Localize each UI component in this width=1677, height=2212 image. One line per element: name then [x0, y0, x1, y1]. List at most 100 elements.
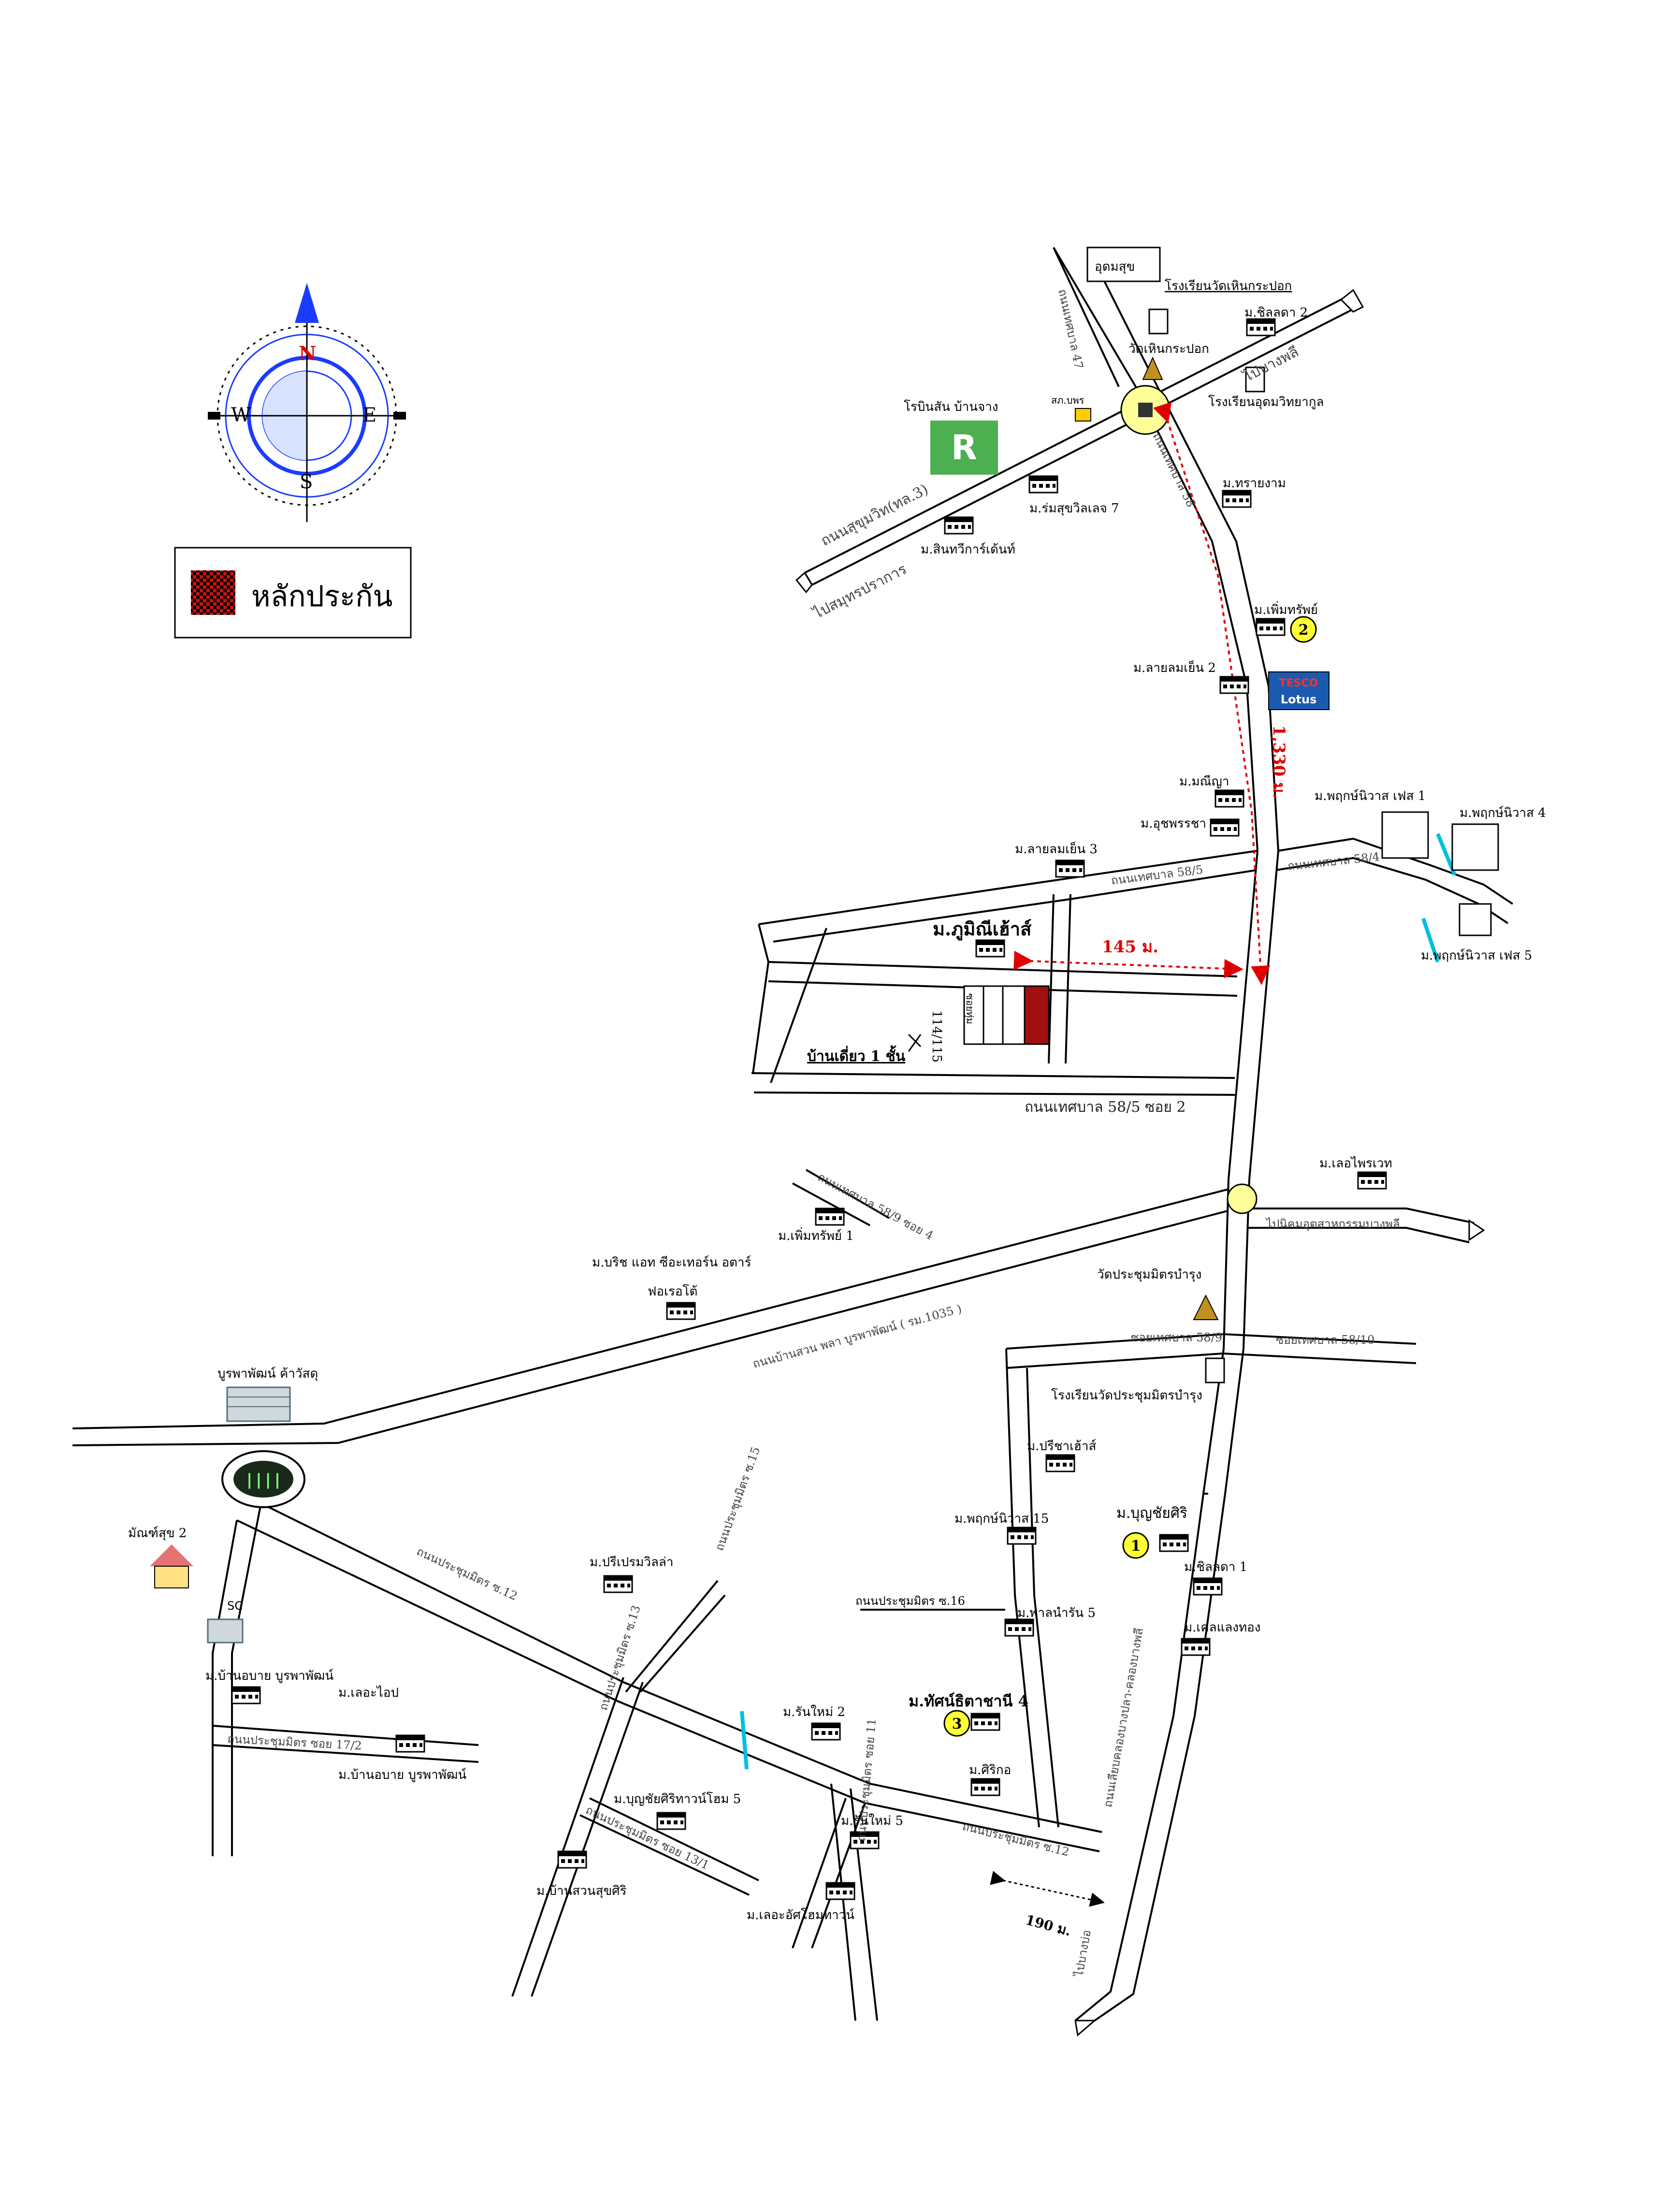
svg-text:2: 2 — [1299, 622, 1309, 639]
road-south: ไปบางบ่อ — [1072, 1929, 1094, 1979]
police-icon — [1075, 408, 1091, 422]
label-village-bunchai5: ม.บุญชัยศิริทาวน์โฮม 5 — [614, 1791, 741, 1806]
label-village-fortune: ฟอเรอโต้ — [648, 1284, 697, 1299]
label-robinson: โรบินสัน บ้านจาง — [904, 399, 998, 414]
label-village-ban-burapha2: ม.บ้านอบาย บูรพาพัฒน์ — [338, 1768, 466, 1782]
road-arrow-ends — [795, 289, 1485, 2037]
label-village-uthuchai: ม.อุชพรรชา — [1141, 816, 1206, 831]
canal-marks — [740, 833, 1457, 1770]
roundabouts: |||| — [221, 385, 1258, 1508]
house-type-label: บ้านเดี่ยว 1 ชั้น — [807, 1045, 906, 1065]
compass-east: E — [362, 404, 376, 426]
road-soi-58-10: ซอยเทศบาล 58/10 — [1276, 1333, 1374, 1347]
school-icon — [1148, 308, 1265, 1383]
label-village-permsap1: ม.เพิ่มทรัพย์ 1 — [778, 1227, 854, 1243]
road-prachum-12: ถนนประชุมมิตร ซ.12 — [414, 1544, 520, 1603]
label-school-top2: โรงเรียนอุดมวิทยากูล — [1208, 394, 1324, 409]
road-network — [72, 247, 1514, 2022]
label-sukjai2: มัณฑ์สุข 2 — [128, 1526, 187, 1541]
road-canal: ถนนเลียบคลองบางปลา-คลองบางพลี — [1101, 1627, 1146, 1808]
label-village-runmai5: ม.รันใหม่ 5 — [841, 1814, 903, 1828]
legend-box: หลักประกัน — [174, 547, 412, 639]
label-school-prachum: โรงเรียนวัดประชุมมิตรบำรุง — [1051, 1388, 1202, 1403]
label-temple-prachum: วัดประชุมมิตรบำรุง — [1097, 1267, 1201, 1282]
tesco-text: TESCO — [1279, 677, 1318, 689]
road-soi-58-4: ถนนเทศบาล 58/4 — [1287, 850, 1380, 873]
label-school-top: โรงเรียนวัดเหินกระปอก — [1165, 278, 1292, 293]
road-prachum-16: ถนนประชุมมิตร ซ.16 — [855, 1594, 965, 1608]
label-village-lalu: ม.เลอะอัศโฮมทาวน์ — [747, 1907, 854, 1922]
house-number: 114/115 — [929, 1010, 944, 1062]
label-village-lalomyen2: ม.ลายลมเย็น 2 — [1133, 660, 1216, 675]
lotus-text: Lotus — [1281, 693, 1317, 706]
distance-north-south: 1,330 ม. — [1269, 725, 1288, 799]
label-village-phai1: ม.พฤกษ์นิวาส เฟส 1 — [1315, 789, 1426, 803]
road-soi-58-5-2: ถนนเทศบาล 58/5 ซอย 2 — [1025, 1099, 1186, 1116]
label-village-phai4: ม.พฤกษ์นิวาส 4 — [1460, 806, 1546, 820]
building-icon — [150, 1386, 291, 1644]
label-village-phumi: ม.ภูมิณีเฮ้าส์ — [933, 918, 1032, 941]
legend-label: หลักประกัน — [251, 580, 393, 613]
collateral-swatch-icon — [191, 570, 235, 615]
place-labels: โรงเรียนวัดเหินกระปอก ม.ชิลลดา 2 วัดเหิน… — [128, 278, 1546, 1922]
road-soi-58-9: ซอยเทศบาล 58/9 — [1131, 1331, 1222, 1344]
label-village-thanyakam: ม.ทรายงาม — [1223, 476, 1286, 491]
label-village-chill1: ม.ชิลลดา 1 — [1184, 1560, 1247, 1574]
compass-north: N — [299, 342, 317, 365]
road-sukhumvit: ถนนสุขุมวิท(ทล.3) — [818, 481, 931, 550]
compass-rose: N E S W — [208, 283, 406, 522]
compass-west: W — [231, 404, 251, 426]
label-village-phai15: ม.พฤกษ์นิวาส 15 — [954, 1512, 1049, 1526]
svg-text:1: 1 — [1131, 1538, 1141, 1555]
subject-plot: 114/115 ซอยทุ่ม บ้านเดี่ยว 1 ชั้น — [807, 985, 1050, 1065]
tesco-lotus-logo: TESCO Lotus — [1268, 671, 1330, 710]
road-prachum-15: ถนนประชุมมิตร ซ.15 — [712, 1445, 763, 1553]
svg-text:R: R — [951, 428, 977, 467]
house-road-label: ซอยทุ่ม — [964, 993, 976, 1024]
label-village-ban-suan: ม.บ้านสวนสุขศิริ — [536, 1884, 627, 1898]
road-soi-58-5: ถนนเทศบาล 58/5 — [1110, 863, 1204, 888]
label-burapha-market: บูรพาพัฒน์ ค้าวัสดุ — [217, 1367, 318, 1381]
distance-east-west: 145 ม. — [1102, 937, 1158, 957]
label-village-priya: ม.ปรีชาเฮ้าส์ — [1027, 1439, 1096, 1454]
label-police: สภ.บพร — [1051, 394, 1084, 406]
north-arrow-icon — [295, 283, 319, 323]
label-village-taen: ม.พาลนำรัน 5 — [1017, 1606, 1096, 1620]
road-sukhumvit-west: ไปสมุทรปราการ — [810, 560, 910, 623]
label-village-chill2: ม.ชิลลดา 2 — [1244, 306, 1308, 320]
label-temple-top: วัดเหินกระปอก — [1128, 342, 1209, 356]
road-prachum-13: ถนนประชุมมิตร ซ.13 — [596, 1603, 644, 1712]
label-village-bricks: ม.บริช แอท ซีอะเทอร์น อตาร์ — [592, 1255, 752, 1270]
marker-1: 1 — [1122, 1532, 1149, 1559]
marker-3: 3 — [943, 1710, 970, 1737]
distance-bottom: 190 ม. — [1024, 1912, 1073, 1939]
robinson-logo-icon: R — [930, 421, 998, 475]
label-village-sinthai: ม.สินทวีการ์เด้นท์ — [921, 542, 1015, 557]
label-village-permsap: ม.เพิ่มทรัพย์ — [1254, 601, 1318, 617]
label-village-tatsanai: ม.ทัศน์ธิตาชานี 4 — [909, 1692, 1029, 1710]
svg-text:||||: |||| — [245, 1470, 282, 1489]
label-village-ban-burapha: ม.บ้านอบาย บูรพาพัฒน์ — [205, 1669, 333, 1683]
label-village-leprai: ม.เลอไพรเวท — [1319, 1156, 1392, 1171]
road-prachum-12b: ถนนประชุมมิตร ซ.12 — [961, 1819, 1070, 1860]
road-to-industrial: ไปนิคมอุตสาหกรรมบางพลี — [1265, 1217, 1400, 1231]
collateral-plot — [1024, 985, 1050, 1045]
label-village-lacop: ม.เลอะไอป — [338, 1685, 399, 1700]
label-village-phai5: ม.พฤกษ์นิวาส เฟส 5 — [1421, 948, 1532, 963]
road-burapha: ถนนบ้านสวน พลา บูรพาพัฒน์ ( รม.1035 ) — [751, 1302, 963, 1371]
marker-2: 2 — [1290, 616, 1317, 643]
road-prachum-13-1: ถนนประชุมมิตร ซอย 13/1 — [583, 1803, 711, 1873]
road-sukhumvit-east: ไปบางพลี — [1240, 343, 1302, 386]
svg-text:3: 3 — [952, 1716, 962, 1732]
temple-icon — [1142, 356, 1219, 1320]
road-thetsaban47: ถนนเทศบาล 47 — [1055, 288, 1085, 370]
label-village-bunchai: ม.บุญชัยศิริ — [1116, 1505, 1187, 1522]
north-box-label: อุดมสุข — [1095, 260, 1135, 274]
label-village-preeprem: ม.ปรีเปรมวิลล่า — [590, 1555, 673, 1570]
compass-south: S — [300, 471, 313, 493]
label-sc: SC — [227, 1599, 243, 1613]
label-village-runmai2: ม.รันใหม่ 2 — [783, 1705, 845, 1719]
label-village-siri: ม.ศิริกอ — [969, 1763, 1011, 1777]
label-village-lalomyen3: ม.ลายลมเย็น 3 — [1015, 841, 1098, 857]
